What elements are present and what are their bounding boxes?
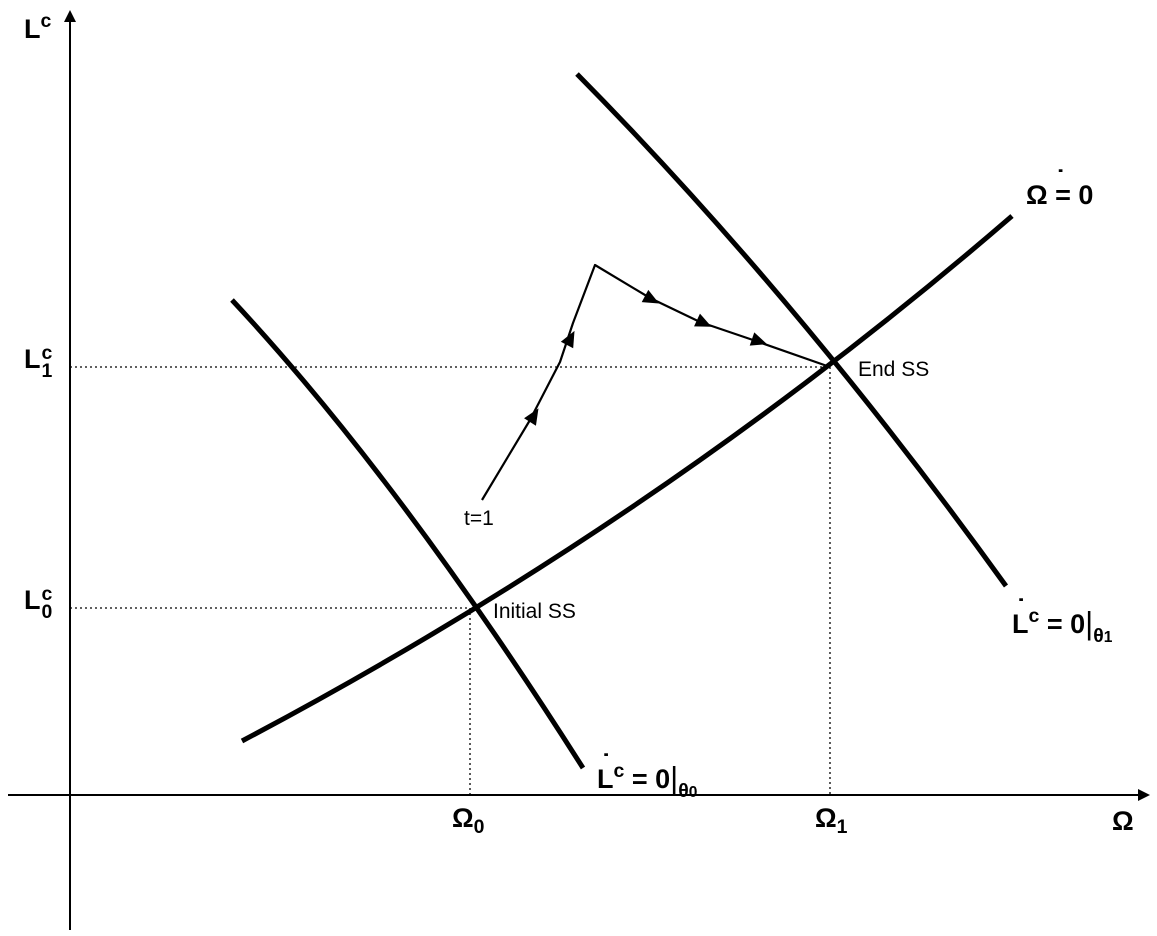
path-arrow-5 (749, 332, 768, 346)
path-arrow-4 (694, 313, 712, 327)
omega-dot-zero-label: Ω = 0 (1026, 180, 1093, 211)
lc-dot-zero-theta0-label: Lc = 0|θ0 (597, 760, 697, 801)
transition-path (481, 263, 831, 501)
lc-dot-zero-theta1-curve (575, 72, 1009, 588)
x-axis-label: Ω (1112, 806, 1134, 836)
start-t1-label: t=1 (464, 507, 494, 530)
omega-dot-zero-curve (240, 214, 1014, 744)
initial-ss-label: Initial SS (493, 600, 576, 623)
path-arrow-1 (524, 408, 539, 426)
path-arrow-3 (641, 289, 660, 304)
tick-omega0: Ω0 (452, 803, 485, 838)
path-arrows (524, 289, 768, 426)
tick-omega1: Ω1 (815, 803, 848, 838)
lc-dot-zero-theta1-label: Lc = 0|θ1 (1012, 605, 1112, 646)
y-axis-label: Lc (24, 10, 52, 44)
lc-dot-zero-theta0-curve (230, 298, 586, 770)
end-ss-label: End SS (858, 358, 930, 381)
path-arrow-2 (560, 330, 575, 349)
